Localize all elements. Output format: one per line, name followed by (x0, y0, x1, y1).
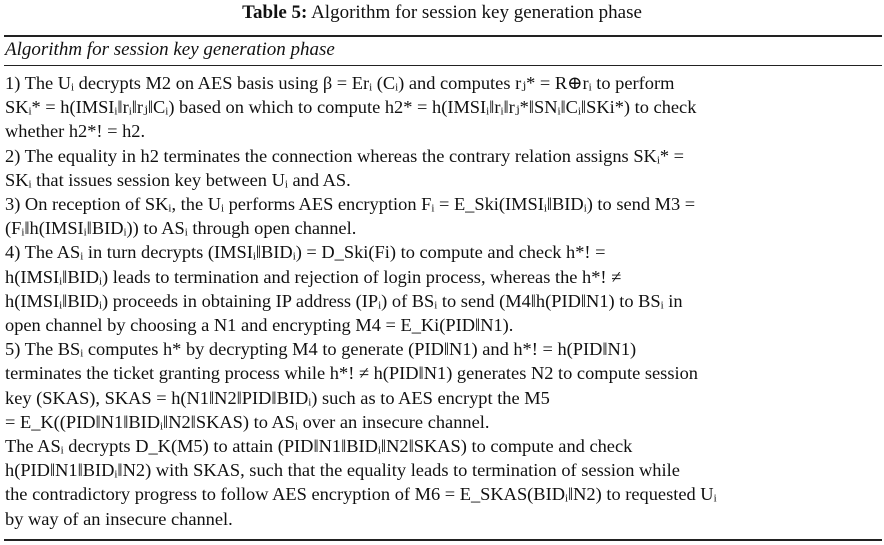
body-line: h(IMSIᵢ‖BIDᵢ) leads to termination and r… (5, 266, 622, 287)
body-line: whether h2*! = h2. (5, 121, 146, 142)
body-line: 1) The Uᵢ decrypts M2 on AES basis using… (5, 73, 675, 93)
body-line: by way of an insecure channel. (5, 508, 233, 529)
bottom-rule (4, 539, 882, 541)
body-line: SKᵢ* = h(IMSIᵢ‖rᵢ‖rⱼ‖Cᵢ) based on which … (5, 97, 697, 118)
body-line: SKᵢ that issues session key between Uᵢ a… (5, 169, 351, 190)
header-rule (4, 65, 882, 66)
table-caption-label: Table 5: (242, 2, 308, 23)
body-line: = E_K((PID‖N1‖BIDᵢ‖N2‖SKAS) to ASᵢ over … (5, 411, 490, 432)
body-line: 5) The BSᵢ computes h* by decrypting M4 … (5, 339, 637, 360)
body-line: 2) The equality in h2 terminates the con… (5, 145, 684, 166)
body-line: h(PID‖N1‖BIDᵢ‖N2) with SKAS, such that t… (5, 460, 680, 481)
top-rule (4, 35, 882, 37)
body-line: open channel by choosing a N1 and encryp… (5, 315, 514, 336)
body-line: key (SKAS), SKAS = h(N1‖N2‖PID‖BIDᵢ) suc… (5, 387, 550, 408)
body-line: 3) On reception of SKᵢ, the Uᵢ performs … (5, 194, 696, 215)
body-line: The ASᵢ decrypts D_K(M5) to attain (PID‖… (5, 436, 633, 457)
table-column-header: Algorithm for session key generation pha… (5, 39, 335, 60)
body-line: the contradictory progress to follow AES… (5, 484, 717, 505)
body-line: (Fᵢ‖h(IMSIᵢ‖BIDᵢ)) to ASᵢ through open c… (5, 218, 357, 239)
body-line: 4) The ASᵢ in turn decrypts (IMSIᵢ‖BIDᵢ)… (5, 242, 606, 263)
body-line: terminates the ticket granting process w… (5, 363, 698, 384)
table-body: 1) The Uᵢ decrypts M2 on AES basis using… (5, 71, 877, 531)
body-line: h(IMSIᵢ‖BIDᵢ) proceeds in obtaining IP a… (5, 290, 683, 311)
table-caption: Table 5: Algorithm for session key gener… (0, 2, 884, 24)
table-caption-title: Algorithm for session key generation pha… (311, 2, 642, 23)
